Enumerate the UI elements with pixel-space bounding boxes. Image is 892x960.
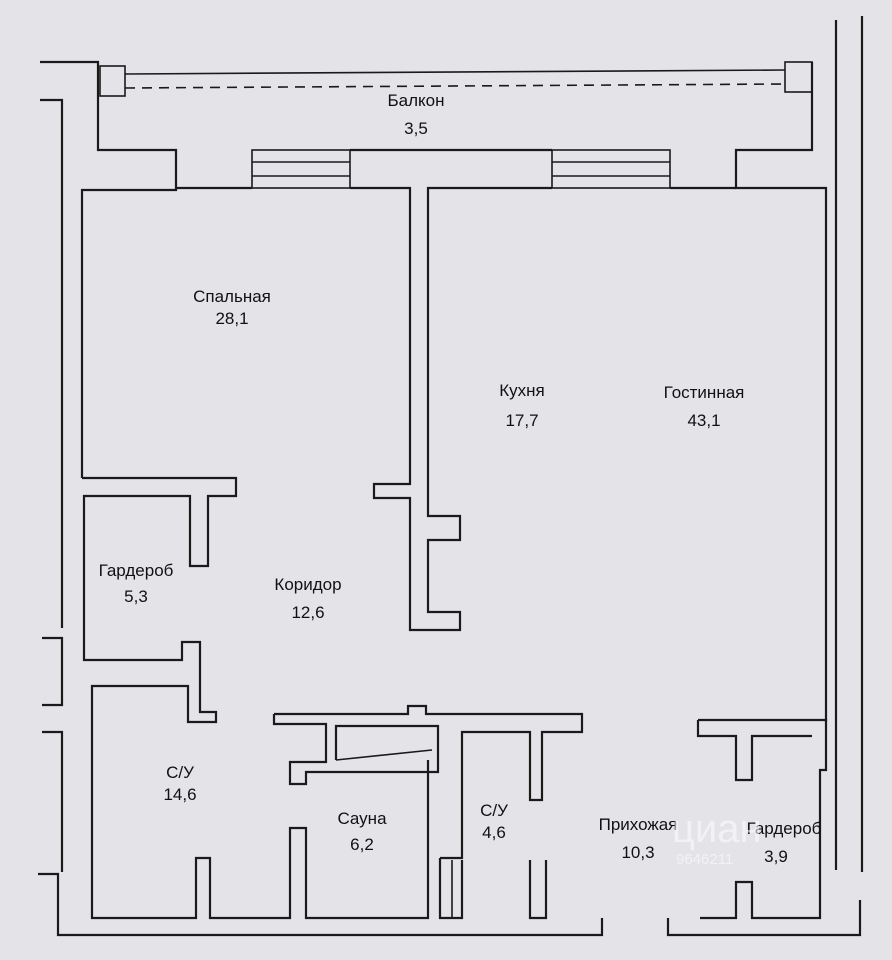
room-name-wardrobe2: Гардероб <box>747 819 822 838</box>
watermark: циан 9646211 <box>672 807 762 868</box>
room-name-corridor: Коридор <box>274 575 341 594</box>
balcony-rail <box>99 61 813 97</box>
watermark-id: 9646211 <box>676 851 733 868</box>
room-name-bath2: С/У <box>480 801 508 820</box>
interior-walls <box>82 186 828 920</box>
room-name-hall: Прихожая <box>599 815 678 834</box>
room-area-hall: 10,3 <box>621 843 654 862</box>
room-name-kitchen: Кухня <box>499 381 545 400</box>
room-area-corridor: 12,6 <box>291 603 324 622</box>
room-name-wardrobe1: Гардероб <box>99 561 174 580</box>
windows <box>176 148 736 190</box>
room-area-sauna: 6,2 <box>350 835 374 854</box>
room-area-wardrobe1: 5,3 <box>124 587 148 606</box>
room-area-bedroom: 28,1 <box>215 309 248 328</box>
room-name-bedroom: Спальная <box>193 287 271 306</box>
room-area-wardrobe2: 3,9 <box>764 847 788 866</box>
room-area-living: 43,1 <box>687 411 720 430</box>
room-name-balcony: Балкон <box>387 91 444 110</box>
room-area-bath2: 4,6 <box>482 823 506 842</box>
watermark-brand: циан <box>672 807 762 851</box>
room-name-living: Гостинная <box>664 383 745 402</box>
room-area-bath1: 14,6 <box>163 785 196 804</box>
room-area-balcony: 3,5 <box>404 119 428 138</box>
room-name-bath1: С/У <box>166 763 194 782</box>
room-name-sauna: Сауна <box>337 809 387 828</box>
outer-walls <box>38 16 864 937</box>
room-area-kitchen: 17,7 <box>505 411 538 430</box>
room-labels: Балкон 3,5 Спальная 28,1 Кухня 17,7 Гост… <box>99 91 822 866</box>
